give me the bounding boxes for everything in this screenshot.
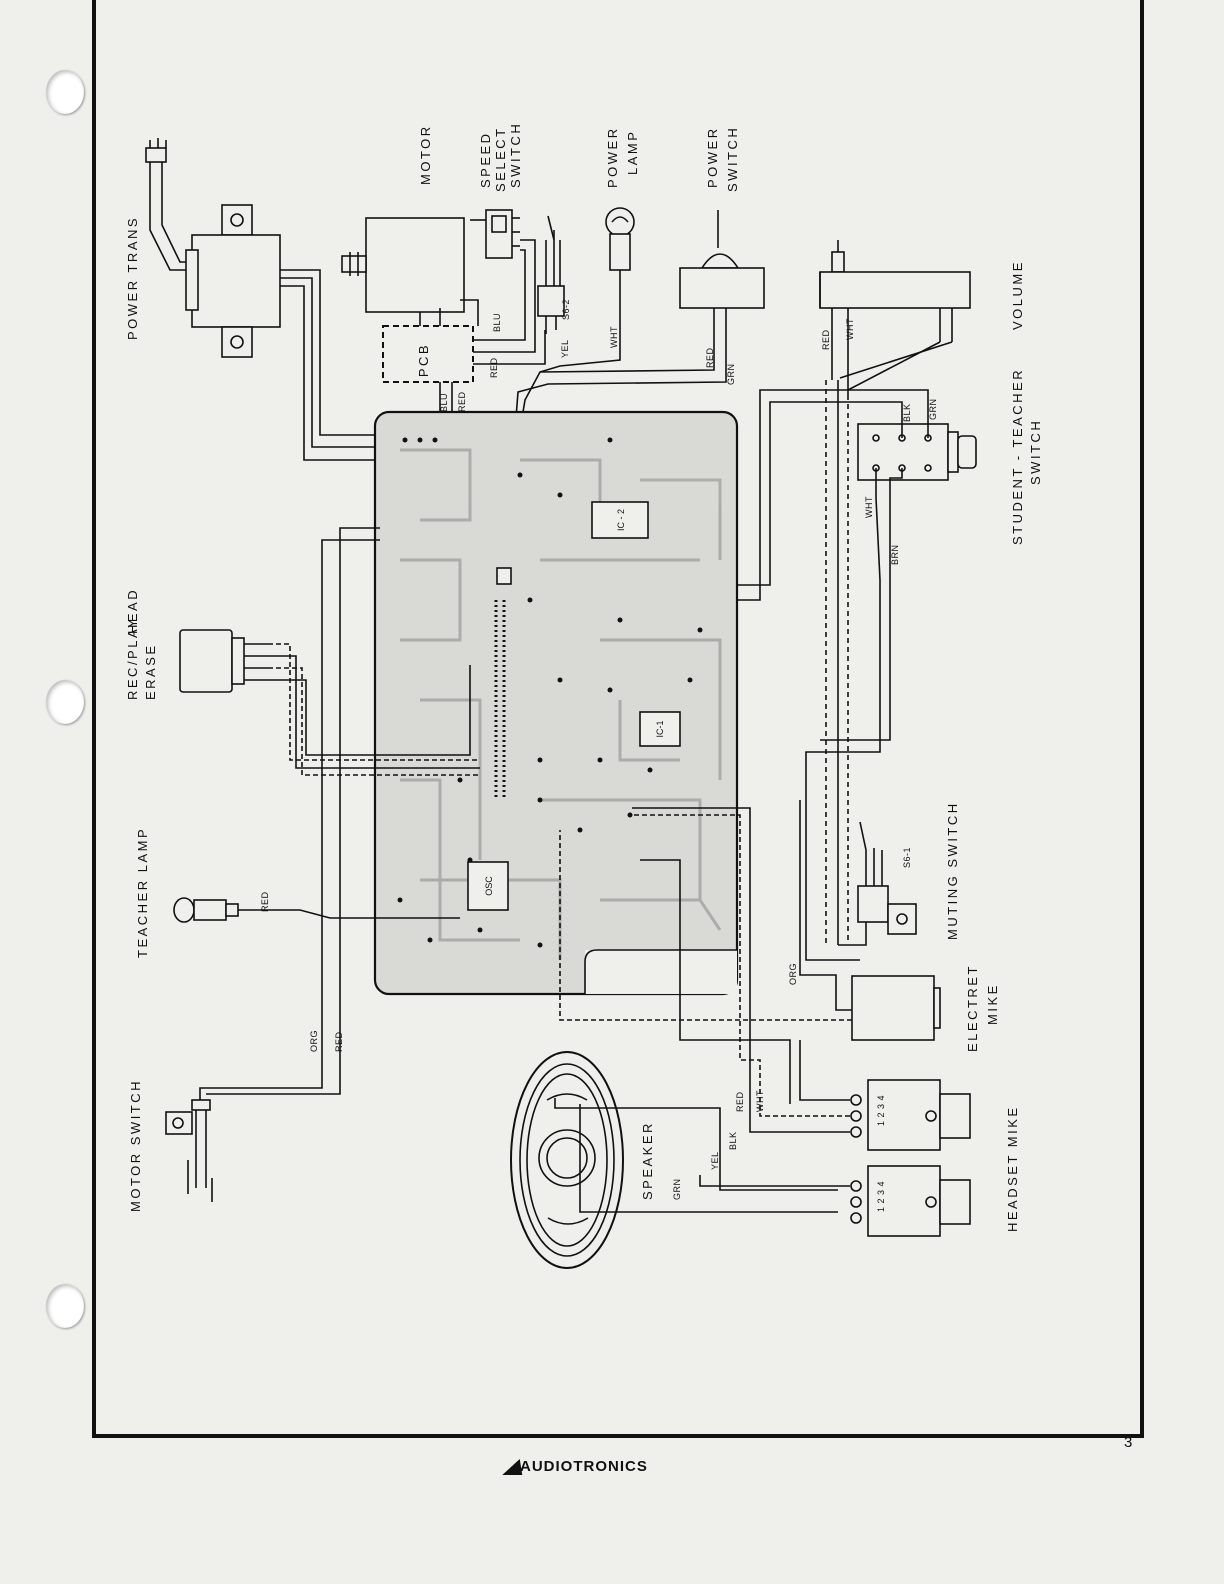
headset-mike-label: HEADSET MIKE	[1005, 1105, 1020, 1232]
volume-control	[819, 240, 971, 945]
erase-label: ERASE	[143, 643, 158, 700]
speed-label: SPEED	[478, 131, 493, 188]
wire-tag-yel-2: YEL	[710, 1151, 720, 1170]
binder-hole-middle	[46, 680, 84, 724]
speed-select-switch	[470, 209, 520, 259]
rec-play-label: REC/PLAY	[125, 617, 140, 700]
head-label: HEAD	[125, 588, 140, 634]
wire-tag-yel: YEL	[560, 339, 570, 358]
wire-tag-red-3: RED	[705, 347, 715, 368]
electret-mike	[559, 800, 941, 1041]
power-switch	[511, 210, 765, 471]
power-switch-label-2: SWITCH	[725, 126, 740, 192]
motor-label: MOTOR	[418, 124, 433, 185]
power-lamp-label-2: LAMP	[625, 130, 640, 175]
wire-tag-red-7: RED	[735, 1091, 745, 1112]
wire-tag-wht-4: WHT	[755, 1090, 765, 1112]
headset-jack	[699, 1165, 971, 1237]
muting-switch	[838, 821, 917, 946]
wire-tag-red: RED	[489, 357, 499, 378]
motor-switch-label: MOTOR SWITCH	[128, 1079, 143, 1212]
brand-name: AUDIOTRONICS	[520, 1458, 648, 1475]
student-teacher-switch	[736, 389, 977, 961]
power-lamp	[519, 207, 635, 431]
mike-jack	[630, 807, 971, 1151]
wire-tag-blk: BLK	[902, 403, 912, 422]
electret-label-2: MIKE	[985, 983, 1000, 1025]
s6-1-label: S6-1	[902, 847, 912, 868]
page-number: 3	[1124, 1434, 1133, 1451]
ic1-label: IC-1	[655, 720, 665, 737]
wire-tag-wht-2: WHT	[845, 318, 855, 340]
rec-play-erase-head	[179, 629, 480, 776]
ic2-label: IC - 2	[616, 509, 626, 531]
power-trans-label: POWER TRANS	[125, 216, 140, 340]
muting-switch-label: MUTING SWITCH	[945, 801, 960, 940]
osc-label: OSC	[484, 876, 494, 896]
motor-switch	[165, 527, 380, 1202]
wire-tag-brn: BRN	[890, 544, 900, 565]
binder-hole-top	[46, 70, 84, 114]
wire-tag-blu-2: BLU	[439, 393, 449, 412]
teacher-lamp-label: TEACHER LAMP	[135, 827, 150, 958]
student-teacher-label-2: SWITCH	[1028, 419, 1043, 485]
teacher-lamp	[173, 897, 460, 923]
wire-tag-red-4: RED	[821, 329, 831, 350]
headset-jack-pins: 1 2 3 4	[876, 1181, 886, 1212]
power-lamp-label-1: POWER	[605, 126, 620, 188]
electret-label-1: ELECTRET	[965, 964, 980, 1052]
wire-tag-grn-2: GRN	[928, 399, 938, 421]
page-border	[92, 0, 1144, 1438]
power-transformer	[145, 138, 380, 461]
mike-jack-pins: 1 2 3 4	[876, 1095, 886, 1126]
motor	[341, 217, 465, 326]
wire-tag-red-2: RED	[457, 391, 467, 412]
speaker	[510, 1051, 838, 1269]
speaker-label: SPEAKER	[640, 1121, 655, 1200]
student-teacher-label-1: STUDENT - TEACHER	[1010, 368, 1025, 545]
speed-switch-label: SWITCH	[508, 122, 523, 188]
binder-hole-bottom	[46, 1284, 84, 1328]
wire-tag-blk-2: BLK	[728, 1131, 738, 1150]
wire-tag-org: ORG	[788, 963, 798, 985]
wire-tag-red-5: RED	[260, 891, 270, 912]
volume-label: VOLUME	[1010, 260, 1025, 330]
pcb-label: PCB	[416, 343, 431, 377]
wire-tag-org-2: ORG	[309, 1030, 319, 1052]
wire-tag-red-6: RED	[334, 1031, 344, 1052]
s6-2-label: S6-2	[561, 299, 571, 320]
power-switch-label-1: POWER	[705, 126, 720, 188]
main-circuit-board: IC - 2 IC-1 OSC	[373, 410, 739, 996]
wire-tag-grn: GRN	[726, 364, 736, 386]
wire-tag-wht-3: WHT	[864, 496, 874, 518]
s6-2-switch	[537, 215, 565, 334]
wire-tag-grn-3: GRN	[672, 1179, 682, 1201]
wire-tag-blu: BLU	[492, 313, 502, 332]
select-label: SELECT	[493, 126, 508, 192]
wire-tag-wht: WHT	[609, 326, 619, 348]
